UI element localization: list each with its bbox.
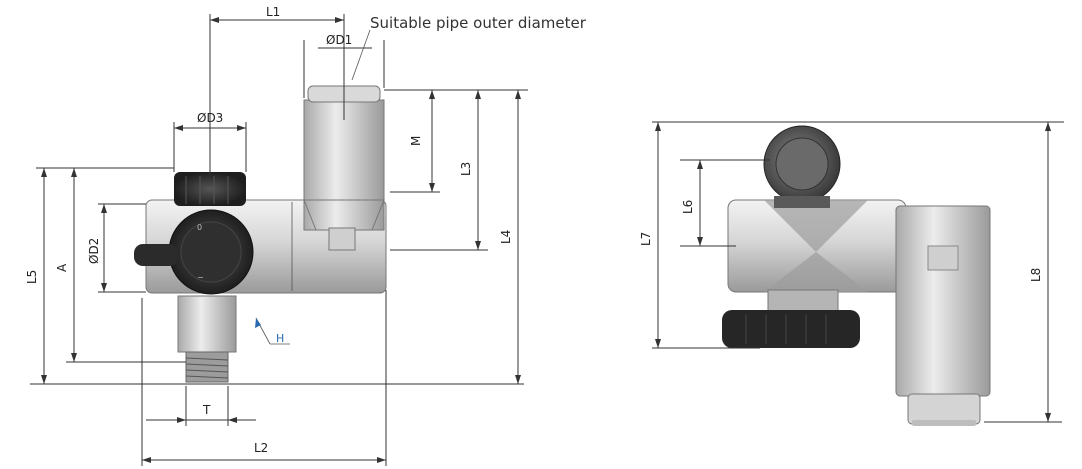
top-knob xyxy=(174,172,246,206)
side-view xyxy=(722,125,991,426)
side-tube xyxy=(895,205,991,397)
side-lever xyxy=(134,244,178,266)
label-L4: L4 xyxy=(499,230,513,244)
svg-text:−: − xyxy=(197,273,204,282)
label-L5: L5 xyxy=(25,270,39,284)
annotation-pipe-diameter: Suitable pipe outer diameter xyxy=(370,14,587,32)
label-L7: L7 xyxy=(639,232,653,246)
label-D3: ØD3 xyxy=(197,111,223,125)
svg-text:0: 0 xyxy=(197,223,202,232)
label-L6: L6 xyxy=(681,200,695,214)
side-lever-bottom xyxy=(722,310,860,348)
label-L8: L8 xyxy=(1029,268,1043,282)
label-H: H xyxy=(276,332,284,345)
label-T: T xyxy=(202,403,211,417)
bottom-hex xyxy=(177,295,237,353)
front-view: 0 − xyxy=(134,85,387,383)
front-view-dimensions: L1 ØD1 Suitable pipe outer diameter ØD3 … xyxy=(25,5,587,466)
label-D2: ØD2 xyxy=(87,238,101,264)
side-collar xyxy=(907,393,981,425)
label-M: M xyxy=(409,136,423,146)
label-L2: L2 xyxy=(254,441,268,455)
label-A: A xyxy=(55,263,69,272)
label-L1: L1 xyxy=(266,5,280,19)
label-D1: ØD1 xyxy=(326,33,352,47)
label-L3: L3 xyxy=(459,162,473,176)
side-view-dimensions: L6 L7 L8 xyxy=(639,121,1064,423)
